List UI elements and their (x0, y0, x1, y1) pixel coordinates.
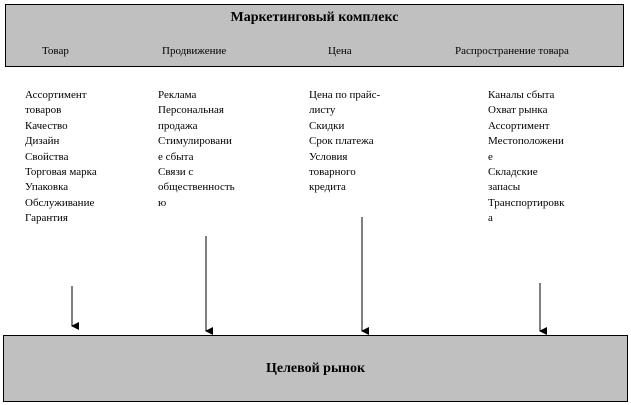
list-item: Реклама (158, 89, 197, 101)
list-item: е сбыта (158, 150, 194, 163)
list-item: Ассортимент (25, 89, 87, 101)
list-item: Персональная (158, 104, 224, 117)
list-item: Дизайн (25, 135, 60, 148)
list-item: товаров (25, 104, 62, 117)
list-item: товарного (309, 166, 356, 179)
list-item: Обслуживание (25, 196, 95, 209)
list-item: Каналы сбыта (488, 89, 555, 101)
list-item: запасы (488, 181, 521, 194)
column-header-product: Товар (42, 45, 69, 57)
target-market-title: Целевой рынок (265, 361, 366, 376)
list-item: Транспортировк (488, 196, 565, 209)
list-item: Охват рынка (488, 104, 548, 117)
product-items-list: Ассортимент товаров Качество Дизайн Свой… (25, 88, 97, 227)
list-item: Складские (488, 166, 538, 179)
list-item: Торговая марка (25, 166, 97, 179)
marketing-mix-title: Маркетинговый комплекс (230, 10, 399, 25)
column-header-price: Цена (328, 45, 352, 57)
list-item: Условия (309, 150, 348, 163)
list-item: Свойства (25, 150, 69, 163)
list-item: Ассортимент (488, 119, 550, 132)
list-item: листу (309, 104, 336, 117)
list-item: Скидки (309, 119, 345, 132)
column-header-promotion: Продвижение (162, 45, 227, 57)
target-market-box: Целевой рынок (3, 335, 628, 402)
list-item: Качество (25, 119, 68, 132)
list-item: Местоположени (488, 135, 564, 148)
column-header-distribution: Распространение товара (455, 45, 569, 57)
list-item: Гарантия (25, 212, 68, 225)
price-items-list: Цена по прайс- листу Скидки Срок платежа… (309, 88, 380, 196)
list-item: Связи с (158, 166, 194, 179)
list-item: ю (158, 196, 167, 209)
list-item: Стимулировани (158, 135, 232, 148)
list-item: Цена по прайс- (309, 89, 381, 101)
list-item: кредита (309, 181, 346, 194)
list-item: е (488, 150, 493, 163)
promotion-items-list: Реклама Персональная продажа Стимулирова… (158, 88, 235, 211)
list-item: а (488, 212, 493, 225)
list-item: общественность (158, 181, 235, 194)
list-item: продажа (158, 119, 198, 132)
list-item: Срок платежа (309, 135, 374, 148)
distribution-items-list: Каналы сбыта Охват рынка Ассортимент Мес… (488, 88, 564, 227)
list-item: Упаковка (25, 181, 69, 194)
marketing-mix-box: Маркетинговый комплекс Товар Продвижение… (5, 4, 624, 67)
